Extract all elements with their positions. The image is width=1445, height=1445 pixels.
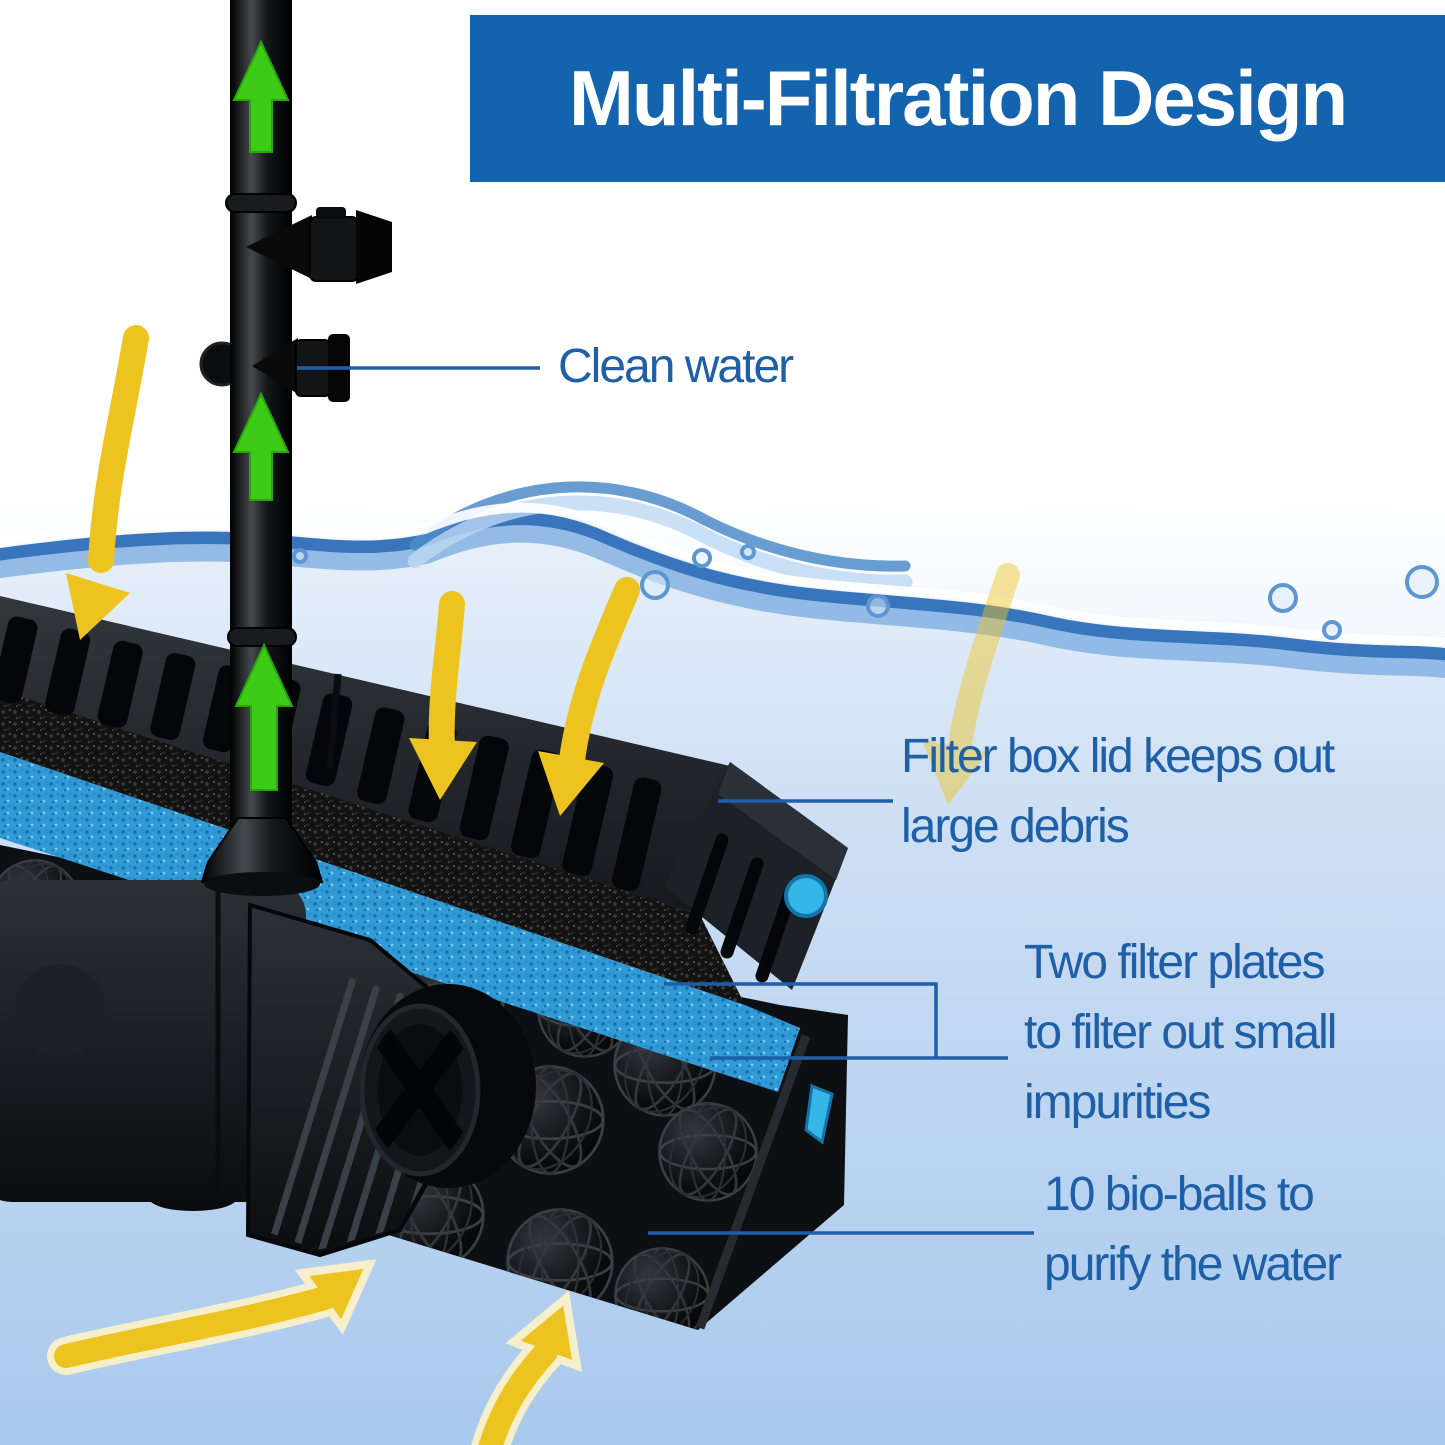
label-filter-plates: Two filter plates to filter out small im… — [1024, 928, 1337, 1138]
green-up-arrow-icon — [234, 642, 294, 791]
label-line: impurities — [1024, 1076, 1211, 1129]
yellow-down-arrow-faint-icon — [922, 563, 1020, 805]
pump-outlet-port — [359, 984, 536, 1188]
label-line: large debris — [901, 800, 1130, 853]
label-line: 10 bio-balls to — [1044, 1168, 1315, 1221]
yellow-down-arrow-icon — [409, 591, 477, 800]
water-pump — [0, 880, 536, 1258]
page-title: Multi-Filtration Design — [568, 54, 1348, 142]
lid-end-cap — [664, 762, 848, 1145]
box-right-wall-edge — [695, 1034, 811, 1330]
yellow-up-arrow-icon — [471, 1290, 583, 1445]
yellow-down-arrow-icon — [538, 577, 640, 816]
label-clean-water: Clean water — [558, 332, 794, 402]
label-line: Two filter plates — [1024, 936, 1325, 989]
water-bubbles — [292, 544, 1439, 640]
callout-lines — [297, 366, 1034, 1235]
label-line: to filter out small — [1024, 1006, 1337, 1059]
green-up-arrow-icon — [232, 39, 290, 153]
label-line: purify the water — [1044, 1238, 1342, 1291]
label-line: Clean water — [558, 340, 794, 393]
label-line: Filter box lid keeps out — [901, 730, 1335, 783]
title-banner: Multi-Filtration Design — [470, 15, 1445, 182]
label-filter-lid: Filter box lid keeps out large debris — [901, 722, 1335, 862]
fountain-nozzle — [246, 207, 392, 284]
green-up-arrow-icon — [232, 391, 290, 501]
pipe-base-fitting — [200, 817, 324, 883]
yellow-flow-arrows — [47, 325, 1020, 1445]
yellow-up-arrow-icon — [47, 1259, 377, 1375]
green-up-arrows — [232, 39, 294, 791]
callout-filter-plates-bracket — [664, 982, 938, 1058]
lid-latch-knob — [784, 874, 828, 918]
blue-filter-plate — [0, 752, 800, 1092]
side-hook — [804, 1083, 834, 1145]
label-bio-balls: 10 bio-balls to purify the water — [1044, 1160, 1342, 1300]
yellow-down-arrow-icon — [66, 325, 149, 640]
black-filter-plate — [0, 688, 745, 1005]
